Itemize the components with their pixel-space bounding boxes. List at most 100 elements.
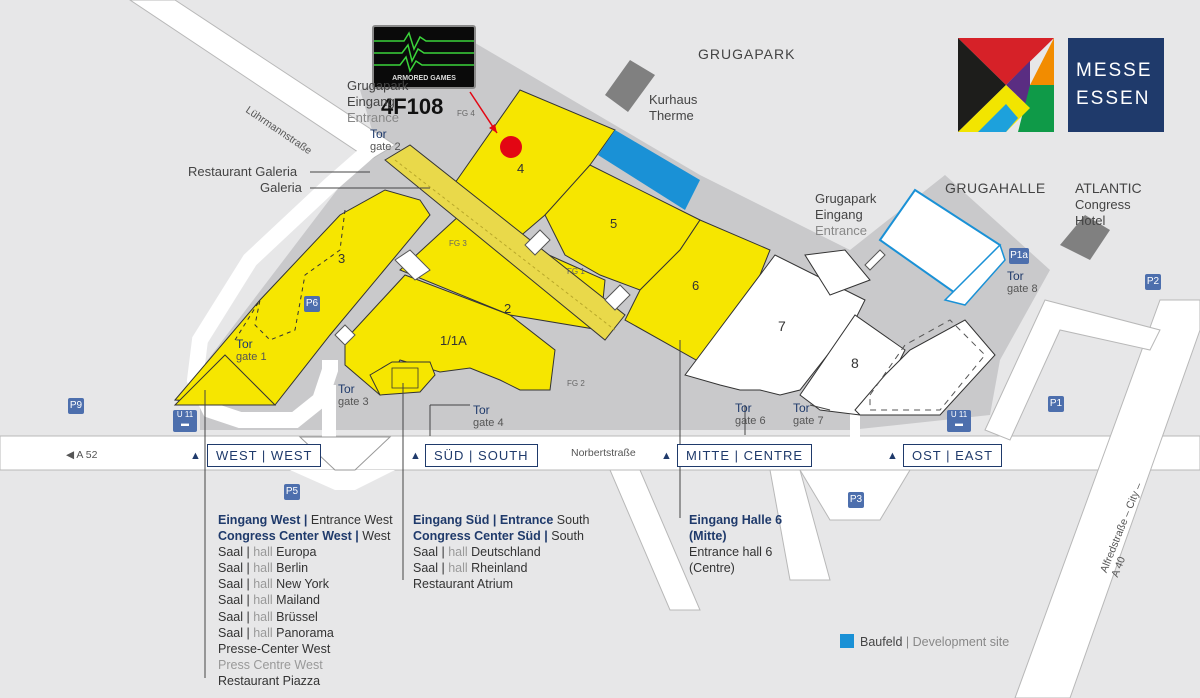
grugapark-label: GRUGAPARK [698, 46, 796, 62]
grugapark-east-1: Grugapark [815, 191, 877, 206]
grugapark-east-3: Entrance [815, 223, 868, 238]
legend-swatch [840, 634, 854, 648]
west-line-1: Eingang West | Entrance West [218, 512, 393, 528]
therme-label: Therme [649, 108, 694, 123]
gate-3-num: gate 3 [338, 396, 369, 408]
south-entrance-list: Eingang Süd | Entrance South Congress Ce… [413, 512, 589, 592]
road-south-3 [769, 469, 831, 581]
grugapark-east-2: Eingang [815, 207, 863, 222]
connector-fg2 [604, 284, 631, 311]
south-line-2-b: South [551, 529, 584, 544]
underpass-west [298, 436, 392, 471]
west-hall-name-1: Europa [276, 545, 317, 560]
hall-2-label: 2 [504, 301, 512, 316]
south-hall-name-1: Deutschland [471, 545, 541, 560]
west-line-9: Presse-Center West [218, 641, 331, 656]
hall-3-entry [173, 354, 277, 406]
centre-entrance-list: Eingang Halle 6 (Mitte) Entrance hall 6 … [689, 512, 782, 576]
hall-7-roof [804, 249, 871, 296]
atlantic-label-3: Hotel [1075, 213, 1106, 228]
hall-group-yellow [173, 89, 771, 406]
west-saal-2: Saal | [218, 561, 254, 576]
south-hall-2: Saal | hall Rheinland [413, 560, 589, 576]
south-hall-name-2: Rheinland [471, 561, 528, 576]
parking-p5: P5 [284, 484, 300, 500]
messe-logo-mark [958, 38, 1054, 132]
atlantic-label-2: Congress [1075, 197, 1131, 212]
hall-5-label: 5 [610, 216, 618, 231]
west-saal-3: Saal | [218, 577, 254, 592]
west-hall-4: Saal | hall Mailand [218, 592, 393, 608]
west-hall-2: Saal | hall Berlin [218, 560, 393, 576]
road-luehrmann [129, 0, 396, 161]
foyer-fg1: FG 1 [567, 267, 585, 276]
west-hall-name-5: Brüssel [276, 609, 318, 624]
road-south-2 [609, 469, 701, 611]
west-hall-6: Saal | hall Panorama [218, 625, 393, 641]
west-line-10: Press Centre West [218, 657, 323, 672]
galeria-label: Galeria [260, 180, 302, 195]
exhibitor-logo-text: ARMORED GAMES [392, 75, 456, 82]
leader-lines [204, 171, 831, 678]
south-line-2-a: Congress Center Süd | [413, 529, 552, 544]
hall-3-dashed-path [234, 209, 346, 341]
west-hall-word-1: hall [253, 545, 277, 560]
street-norbert: Norbertstraße [571, 447, 636, 459]
south-triangle-icon: ▲ [410, 450, 421, 462]
gate-2-tor: Tor [370, 127, 387, 141]
road-alfred [1014, 299, 1200, 698]
ubahn-east-label: U 11 [950, 410, 968, 419]
entrance-south-sign: SÜD | SOUTH [425, 444, 538, 467]
hall-7-label: 7 [778, 318, 786, 334]
west-saal-6: Saal | [218, 625, 254, 640]
gate-4-tor: Tor [473, 403, 490, 417]
west-hall-1: Saal | hall Europa [218, 544, 393, 560]
gate-8-num: gate 8 [1007, 283, 1038, 295]
parking-p6: P6 [304, 296, 320, 312]
hall-1-pyramid-inner [391, 367, 419, 389]
south-line-5: Restaurant Atrium [413, 577, 514, 592]
leader-gate7 [809, 404, 831, 411]
west-hall-word-6: hall [253, 625, 277, 640]
connector-fg1 [524, 229, 551, 256]
west-entrance-list: Eingang West | Entrance West Congress Ce… [218, 512, 393, 689]
kurhaus-shape [605, 60, 655, 112]
west-hall-name-2: Berlin [276, 561, 309, 576]
hall-3-shape [173, 189, 431, 406]
galeria-band [384, 144, 626, 341]
legend-sep: | [905, 635, 910, 649]
entrance-west-sign: WEST | WEST [207, 444, 322, 467]
grugapark-nw-3: Entrance [347, 110, 400, 125]
entrance-east-sign: OST | EAST [903, 444, 1003, 467]
gate-1-num: gate 1 [236, 351, 267, 363]
south-saal-1: Saal | [413, 545, 449, 560]
booth-marker [500, 136, 522, 158]
gate-2-num: gate 2 [370, 141, 401, 153]
booth-number: 4F108 [381, 94, 444, 119]
gate-6-num: gate 6 [735, 415, 766, 427]
connector-west [334, 324, 356, 346]
centre-line-1: Eingang Halle 6 [689, 513, 783, 527]
west-line-1-a: Eingang West | [218, 513, 311, 527]
street-a52-text: A 52 [76, 449, 98, 461]
legend: Baufeld | Development site [860, 634, 1009, 650]
hall-8-annex [854, 319, 996, 416]
gate-7-tor: Tor [793, 401, 810, 415]
gate-6-tor: Tor [735, 401, 752, 415]
west-saal-1: Saal | [218, 545, 254, 560]
hall-1-pyramid [369, 361, 436, 396]
centre-triangle-icon: ▲ [661, 450, 672, 462]
west-hall-word-2: hall [253, 561, 277, 576]
kurhaus-label: Kurhaus [649, 92, 698, 107]
exhibitor-logo: ARMORED GAMES [372, 25, 476, 89]
messe-logo-box: MESSE ESSEN [1068, 38, 1164, 132]
west-saal-4: Saal | [218, 593, 254, 608]
parking-p3: P3 [848, 492, 864, 508]
centre-line-3: Entrance hall 6 [689, 545, 773, 560]
hall-1-label: 1/1A [440, 333, 467, 348]
west-line-1-b: Entrance West [310, 513, 393, 527]
essen-word: ESSEN [1076, 88, 1151, 109]
